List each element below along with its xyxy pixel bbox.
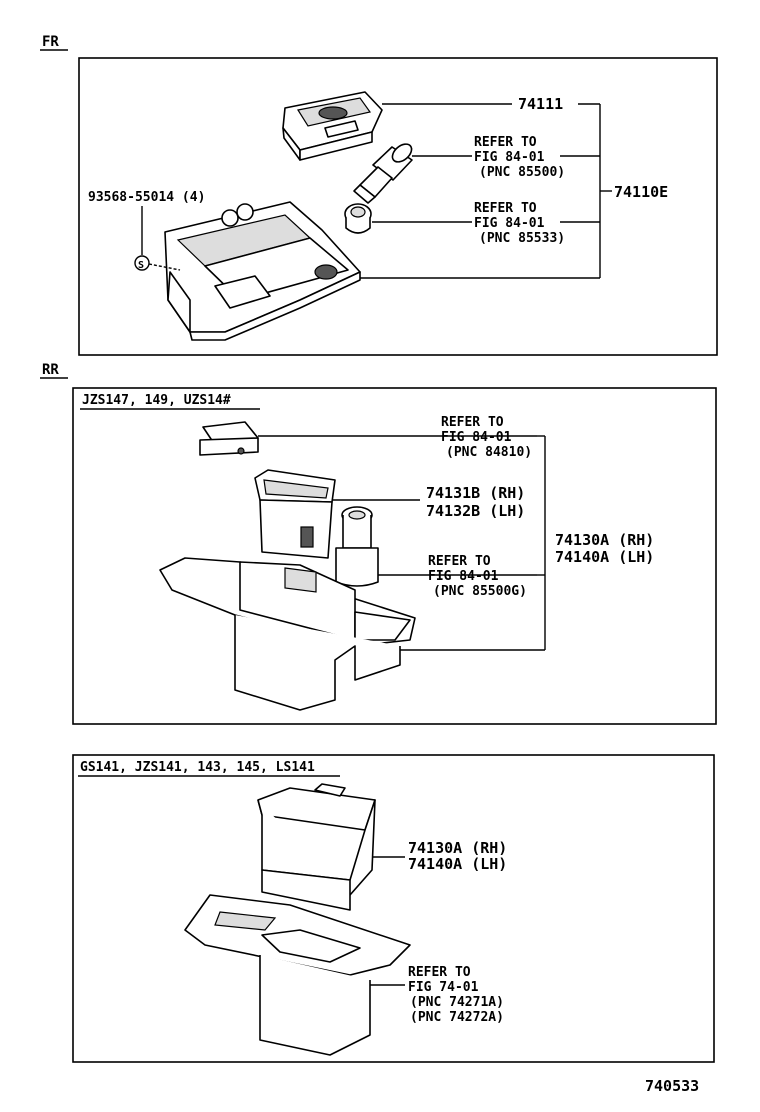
- socket-85533-drawing: [344, 203, 372, 234]
- rr-panel1-frame: [72, 387, 717, 725]
- label-p2-74140a: 74140A (LH): [408, 855, 507, 873]
- label-screw: 93568-55014 (4): [88, 190, 205, 205]
- panel2-models: GS141, JZS141, 143, 145, LS141: [80, 760, 315, 775]
- ref2-line3: (PNC 85533): [479, 231, 565, 246]
- p2-ref-line2: FIG 74-01: [408, 980, 479, 995]
- p1-ref2-line3: (PNC 85500G): [433, 584, 527, 599]
- p1-ref1-line1: REFER TO: [441, 415, 504, 430]
- fr-panel-frame: [78, 57, 718, 356]
- console-box-drawing: [164, 201, 361, 341]
- bezel-74111-drawing: [282, 91, 383, 161]
- rr-panel2-frame: [72, 754, 715, 1063]
- switch-panel-drawing: [184, 894, 411, 1056]
- ref2-line1: REFER TO: [474, 201, 537, 216]
- lighter-85500g-drawing: [335, 506, 379, 587]
- ref2-line2: FIG 84-01: [474, 216, 545, 231]
- label-74110e: 74110E: [614, 183, 668, 201]
- label-p1-74130a: 74130A (RH): [555, 531, 654, 549]
- label-74132b: 74132B (LH): [426, 502, 525, 520]
- p1-ref2-line2: FIG 84-01: [428, 569, 499, 584]
- label-p2-74130a: 74130A (RH): [408, 839, 507, 857]
- panel1-models: JZS147, 149, UZS14#: [82, 393, 231, 408]
- ref1-line1: REFER TO: [474, 135, 537, 150]
- lighter-85500-drawing: [353, 143, 413, 204]
- p1-ref1-line3: (PNC 84810): [446, 445, 532, 460]
- fr-section-label: FR: [42, 34, 59, 50]
- p1-ref2-line1: REFER TO: [428, 554, 491, 569]
- switch-84810-drawing: [199, 421, 259, 456]
- lid-74130a-drawing: [257, 783, 376, 911]
- label-74131b: 74131B (RH): [426, 484, 525, 502]
- screw-dash-leader: [148, 263, 181, 271]
- label-74111: 74111: [518, 95, 563, 113]
- rear-tray-74130a-drawing: [159, 557, 416, 711]
- p1-ref1-line2: FIG 84-01: [441, 430, 512, 445]
- figure-number: 740533: [645, 1077, 699, 1095]
- label-p1-74140a: 74140A (LH): [555, 548, 654, 566]
- p2-ref-line4: (PNC 74272A): [410, 1010, 504, 1025]
- p2-ref-line3: (PNC 74271A): [410, 995, 504, 1010]
- ref1-line3: (PNC 85500): [479, 165, 565, 180]
- rr-section-label: RR: [42, 362, 59, 378]
- ref1-line2: FIG 84-01: [474, 150, 545, 165]
- screw-symbol: S: [138, 260, 144, 271]
- screw-symbol-circle: [134, 255, 150, 271]
- ashtray-74131b-drawing: [254, 469, 336, 559]
- p2-ref-line1: REFER TO: [408, 965, 471, 980]
